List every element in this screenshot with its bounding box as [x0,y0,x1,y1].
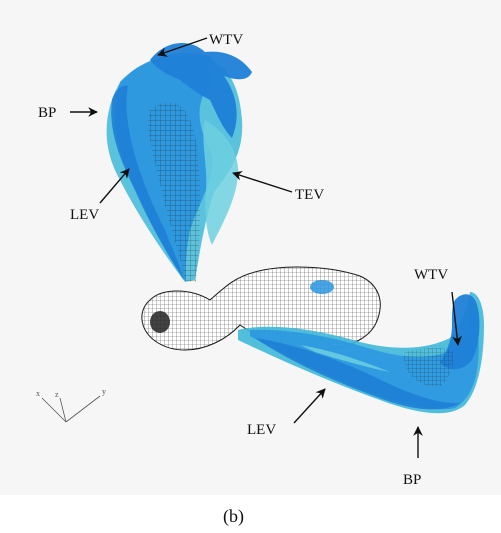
label-upper-lev: LEV [70,207,99,223]
label-lower-wtv: WTV [414,267,448,283]
triad-label-z: z [55,390,59,399]
triad-label-x: x [36,389,40,398]
label-upper-tev: TEV [295,187,324,203]
label-lower-bp: BP [403,472,421,488]
body-head-dark [150,311,170,333]
label-upper-wtv: WTV [209,32,243,48]
triad-label-y: y [102,387,106,396]
body-blue-patch [310,280,334,294]
label-lower-lev: LEV [247,422,276,438]
figure-caption: (b) [223,506,244,527]
label-upper-bp: BP [38,105,56,121]
